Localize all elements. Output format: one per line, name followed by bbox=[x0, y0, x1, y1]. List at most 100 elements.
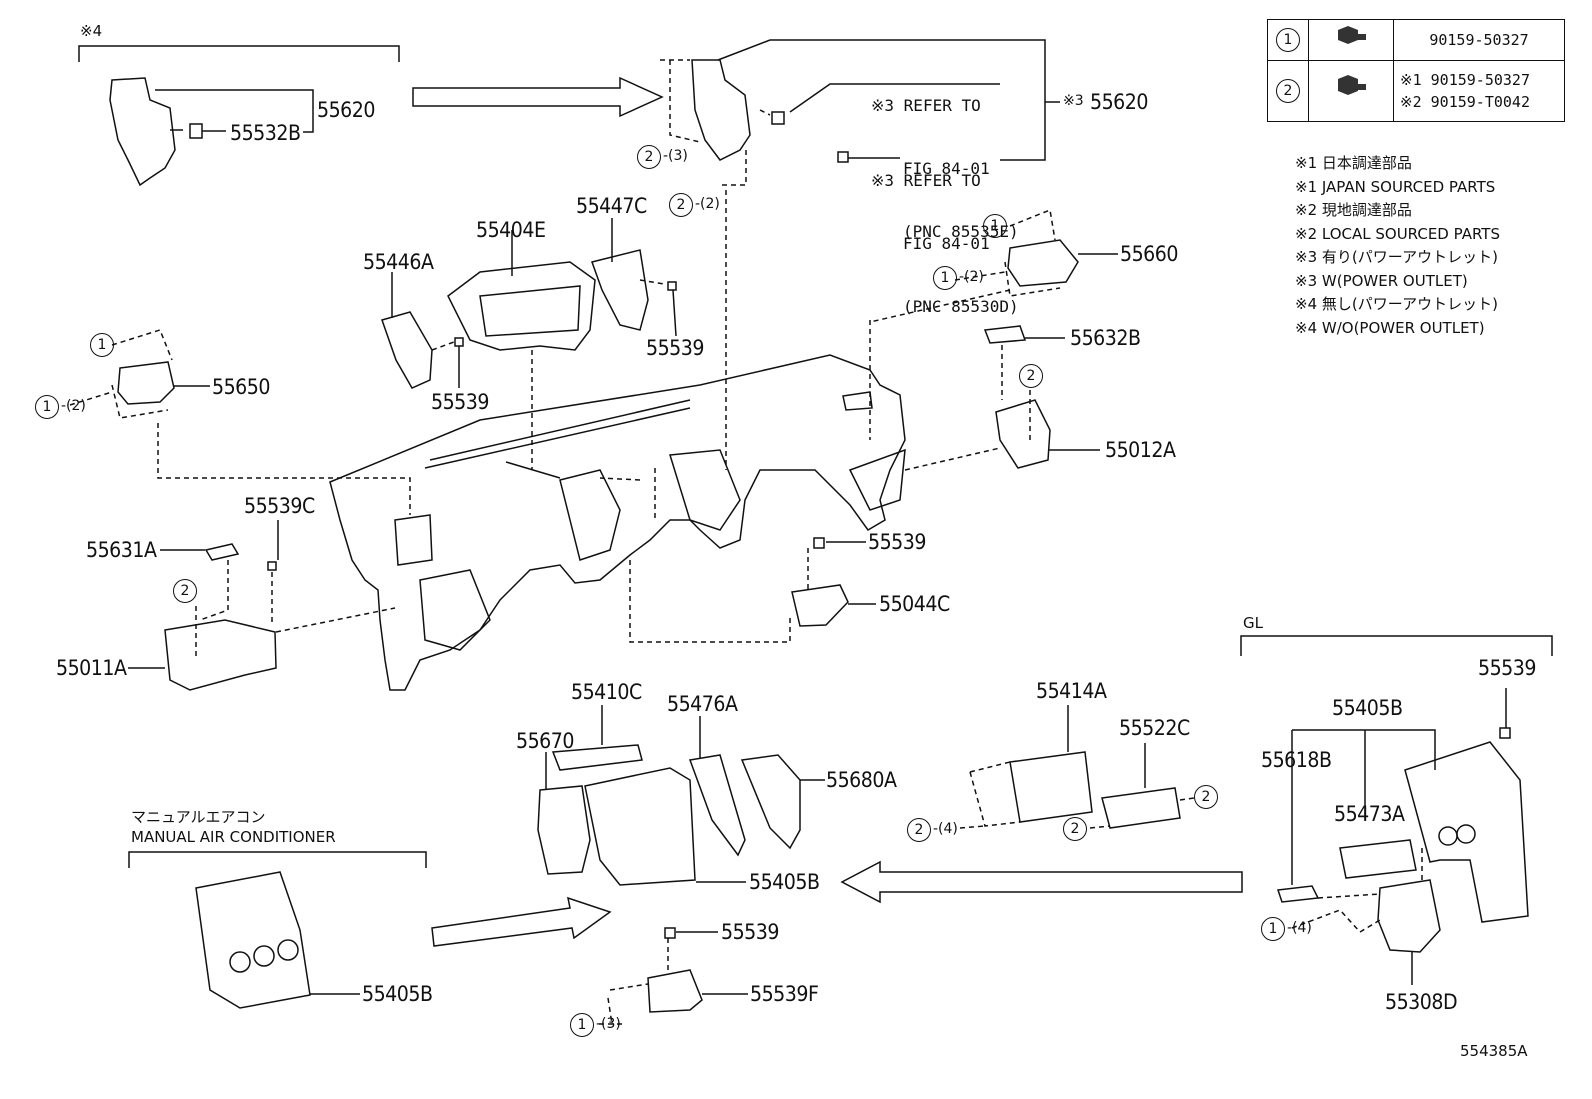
callout-2: 2 bbox=[1019, 364, 1043, 388]
part-label-55660: 55660 bbox=[1120, 242, 1178, 267]
part-label-55680A: 55680A bbox=[826, 768, 897, 793]
part-label-55620-right: 55620 bbox=[1090, 90, 1148, 115]
part-label-55539-c: 55539 bbox=[868, 530, 926, 555]
part-55404E-drawing bbox=[447, 261, 596, 351]
callout-qty: -(2) bbox=[61, 398, 86, 414]
part-55447C-drawing bbox=[591, 249, 649, 331]
callout-2: 2 bbox=[173, 579, 197, 603]
part-55446A-drawing bbox=[381, 311, 433, 389]
callout-2: 2 bbox=[637, 145, 661, 169]
fastener-2-number: 2 bbox=[1276, 79, 1300, 103]
arrow-gl bbox=[840, 860, 1243, 904]
part-55522C-drawing bbox=[1101, 787, 1181, 829]
callout-1: 1 bbox=[1261, 917, 1285, 941]
part-label-55012A: 55012A bbox=[1105, 438, 1176, 463]
part-55473A-drawing bbox=[1339, 839, 1417, 879]
part-label-55631A: 55631A bbox=[86, 538, 157, 563]
legend: ※1 日本調達部品 ※1 JAPAN SOURCED PARTS ※2 現地調達… bbox=[1295, 152, 1500, 340]
fastener-2-part-b: ※2 90159-T0042 bbox=[1400, 93, 1530, 111]
legend-line-2: ※1 JAPAN SOURCED PARTS bbox=[1295, 177, 1496, 196]
refer-note-2-line2: FIG 84-01 bbox=[903, 234, 990, 253]
part-label-55404E: 55404E bbox=[476, 218, 546, 243]
part-label-55405B-gl: 55405B bbox=[1332, 696, 1403, 721]
callout-1: 1 bbox=[570, 1013, 594, 1037]
callout-qty: -(2) bbox=[959, 269, 984, 285]
part-label-55308D: 55308D bbox=[1385, 990, 1458, 1015]
callout-1: 1 bbox=[983, 214, 1007, 238]
part-label-55405B-manual: 55405B bbox=[362, 982, 433, 1007]
part-55680A-drawing bbox=[740, 754, 801, 850]
refer-note-1-line2: FIG 84-01 bbox=[903, 159, 990, 178]
part-55308D-drawing bbox=[1377, 879, 1441, 953]
note-mark3-inline: ※3 bbox=[1063, 93, 1084, 109]
part-55405B-center-drawing bbox=[584, 767, 696, 886]
part-55670-drawing bbox=[537, 785, 591, 875]
legend-line-1: ※1 日本調達部品 bbox=[1295, 154, 1412, 172]
callout-1: 1 bbox=[90, 333, 114, 357]
part-label-55011A: 55011A bbox=[56, 656, 127, 681]
legend-line-3: ※2 現地調達部品 bbox=[1295, 201, 1412, 219]
part-55539F-drawing bbox=[647, 969, 703, 1013]
fastener-1-part: 90159-50327 bbox=[1393, 19, 1565, 61]
part-label-55620-left: 55620 bbox=[317, 98, 375, 123]
callout-qty: -(3) bbox=[596, 1016, 621, 1032]
part-55044C-drawing bbox=[791, 584, 849, 627]
part-label-55539-b: 55539 bbox=[431, 390, 489, 415]
callout-qty: -(2) bbox=[695, 196, 720, 212]
refer-note-2: ※3 REFER TO FIG 84-01 (PNC 85530D) bbox=[871, 128, 1019, 338]
fastener-1-number: 1 bbox=[1276, 28, 1300, 52]
note-manual-en: MANUAL AIR CONDITIONER bbox=[131, 828, 336, 846]
callout-qty: -(4) bbox=[1287, 920, 1312, 936]
part-label-55522C: 55522C bbox=[1119, 716, 1190, 741]
bracket-wo-power-outlet bbox=[78, 45, 400, 62]
callout-1: 1 bbox=[933, 266, 957, 290]
part-55405B-manual-drawing bbox=[195, 871, 311, 1009]
part-label-55532B: 55532B bbox=[230, 121, 301, 146]
fastener-table: 1 90159-50327 2 ※1 90159-50327 ※2 90159-… bbox=[1267, 19, 1565, 122]
callout-qty: -(4) bbox=[933, 821, 958, 837]
part-55632B-drawing bbox=[983, 325, 1027, 344]
part-label-55632B: 55632B bbox=[1070, 326, 1141, 351]
part-55011A-drawing bbox=[164, 619, 277, 691]
part-label-55405B-center: 55405B bbox=[749, 870, 820, 895]
legend-line-8: ※4 W/O(POWER OUTLET) bbox=[1295, 318, 1485, 337]
legend-line-6: ※3 W(POWER OUTLET) bbox=[1295, 271, 1468, 290]
fastener-2-part-a: ※1 90159-50327 bbox=[1400, 71, 1530, 89]
callout-2: 2 bbox=[669, 193, 693, 217]
part-label-55476A: 55476A bbox=[667, 692, 738, 717]
part-label-55414A: 55414A bbox=[1036, 679, 1107, 704]
fastener-row-1: 1 90159-50327 bbox=[1267, 19, 1565, 61]
refer-note-2-line1: ※3 REFER TO bbox=[871, 171, 981, 190]
part-55618B-drawing bbox=[1276, 885, 1320, 903]
bolt-washer-icon bbox=[1338, 75, 1366, 95]
part-55012A-drawing bbox=[995, 399, 1051, 469]
bracket-gl bbox=[1240, 635, 1553, 656]
part-label-55447C: 55447C bbox=[576, 194, 647, 219]
part-label-55650: 55650 bbox=[212, 375, 270, 400]
part-label-55670: 55670 bbox=[516, 729, 574, 754]
part-label-55539-gl: 55539 bbox=[1478, 656, 1536, 681]
callout-qty: -(3) bbox=[663, 148, 688, 164]
part-label-55539F: 55539F bbox=[750, 982, 819, 1007]
part-55631A-drawing bbox=[204, 543, 240, 561]
callout-2: 2 bbox=[1194, 785, 1218, 809]
part-label-55539-a: 55539 bbox=[646, 336, 704, 361]
part-55620-right-drawing bbox=[691, 59, 751, 161]
note-manual-jp: マニュアルエアコン bbox=[131, 808, 266, 826]
part-55410C-drawing bbox=[551, 744, 643, 771]
legend-line-4: ※2 LOCAL SOURCED PARTS bbox=[1295, 224, 1500, 243]
arrow-manual-ac bbox=[431, 896, 612, 947]
part-label-55410C: 55410C bbox=[571, 680, 642, 705]
fastener-row-2: 2 ※1 90159-50327 ※2 90159-T0042 bbox=[1267, 60, 1565, 122]
callout-2: 2 bbox=[1063, 817, 1087, 841]
part-label-55044C: 55044C bbox=[879, 592, 950, 617]
part-55405B-gl-drawing bbox=[1404, 741, 1529, 923]
legend-line-5: ※3 有り(パワーアウトレット) bbox=[1295, 248, 1498, 266]
bolt-icon bbox=[1338, 26, 1366, 44]
part-label-55473A: 55473A bbox=[1334, 802, 1405, 827]
callout-2: 2 bbox=[907, 818, 931, 842]
part-55660-drawing bbox=[1007, 239, 1079, 287]
part-55476A-drawing bbox=[688, 754, 746, 857]
